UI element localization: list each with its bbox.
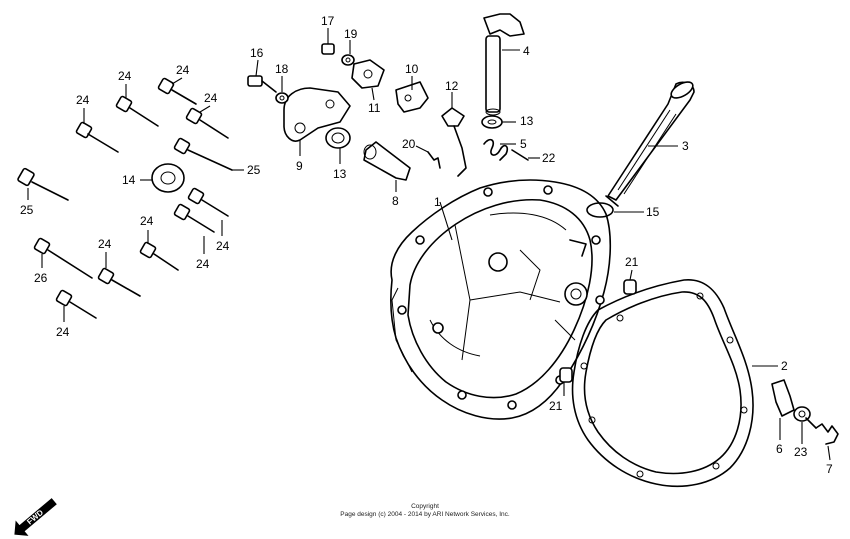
clutch-lever-shaft <box>483 13 525 116</box>
callout-21-lower: 21 <box>549 399 563 413</box>
cable-link <box>441 107 467 177</box>
callout-5: 5 <box>520 137 527 151</box>
copyright-line-2: Page design (c) 2004 - 2014 by ARI Netwo… <box>340 511 510 518</box>
callout-24-h: 24 <box>98 237 112 251</box>
callout-24-b: 24 <box>118 69 132 83</box>
o-ring <box>586 202 614 218</box>
bolt-24-b <box>115 95 159 127</box>
callout-4: 4 <box>523 44 530 58</box>
return-spring <box>483 138 509 161</box>
callout-23: 23 <box>794 445 808 459</box>
callout-13-left: 13 <box>333 167 347 181</box>
lifter-plate <box>351 59 385 89</box>
dowel-pin-upper <box>623 279 637 295</box>
callout-3: 3 <box>682 139 689 153</box>
dowel-pin-lower <box>559 367 573 383</box>
callout-25-a: 25 <box>247 163 261 177</box>
spring-20 <box>427 151 441 169</box>
callout-9: 9 <box>296 159 303 173</box>
bolt-24-f <box>173 203 215 233</box>
bolt-set <box>17 77 233 319</box>
bolt-25-b <box>17 167 69 201</box>
callout-24-a: 24 <box>76 93 90 107</box>
callout-13-right: 13 <box>520 114 534 128</box>
bolt-17 <box>321 43 335 55</box>
callout-19: 19 <box>344 27 358 41</box>
callout-20: 20 <box>402 137 416 151</box>
callout-1: 1 <box>434 195 441 209</box>
bearing-14 <box>151 163 185 193</box>
callout-22: 22 <box>542 151 556 165</box>
callout-24-f: 24 <box>216 239 230 253</box>
callout-7: 7 <box>826 462 833 476</box>
callout-26: 26 <box>34 271 48 285</box>
bolt-24-h <box>97 267 141 297</box>
callout-12: 12 <box>445 79 459 93</box>
callout-24-i: 24 <box>56 325 70 339</box>
bolt-25-a <box>173 137 233 171</box>
bolt-24-a <box>75 121 119 153</box>
callout-2: 2 <box>781 359 788 373</box>
lifter-arm <box>283 87 351 142</box>
callout-15: 15 <box>646 205 660 219</box>
bolt-24-i <box>55 289 97 319</box>
bolt-16 <box>247 75 277 93</box>
leader-lines <box>27 28 831 461</box>
spring-7 <box>805 417 839 445</box>
callout-17: 17 <box>321 14 335 28</box>
callout-18: 18 <box>275 62 289 76</box>
callout-24-c: 24 <box>176 63 190 77</box>
callout-11: 11 <box>368 101 381 115</box>
callout-25-b: 25 <box>20 203 34 217</box>
lifter-shaft <box>363 141 411 181</box>
callout-24-d: 24 <box>204 91 218 105</box>
crankcase-cover <box>390 179 612 420</box>
bolt-24-c <box>157 77 197 105</box>
washer-19 <box>341 54 355 66</box>
callout-14: 14 <box>122 173 136 187</box>
bearing-left <box>325 127 351 149</box>
callout-24-g: 24 <box>196 257 210 271</box>
pin <box>511 149 529 161</box>
callout-labels: 1 2 3 4 5 6 7 8 9 10 11 12 13 13 14 15 1… <box>20 14 833 476</box>
washer-18 <box>275 92 289 104</box>
shift-arm <box>395 81 429 113</box>
cover-gasket <box>571 279 754 488</box>
bolt-24-g <box>139 241 179 271</box>
bolt-26 <box>33 237 93 279</box>
bearing-upper <box>481 115 503 129</box>
copyright-line-1: Copyright <box>411 503 439 510</box>
fitting-6 <box>771 379 795 417</box>
callout-21-upper: 21 <box>625 255 639 269</box>
bolt-24-d <box>185 107 229 139</box>
callout-6: 6 <box>776 442 783 456</box>
copyright-notice: Copyright Page design (c) 2004 - 2014 by… <box>0 503 850 519</box>
fwd-arrow: FWD <box>14 498 57 536</box>
callout-10: 10 <box>405 62 419 76</box>
kick-starter-spindle <box>605 81 695 207</box>
callout-16: 16 <box>250 46 264 60</box>
callout-8: 8 <box>392 194 399 208</box>
fwd-arrow-icon <box>14 498 57 536</box>
callout-24-e: 24 <box>140 214 154 228</box>
bolt-24-e <box>187 187 229 217</box>
